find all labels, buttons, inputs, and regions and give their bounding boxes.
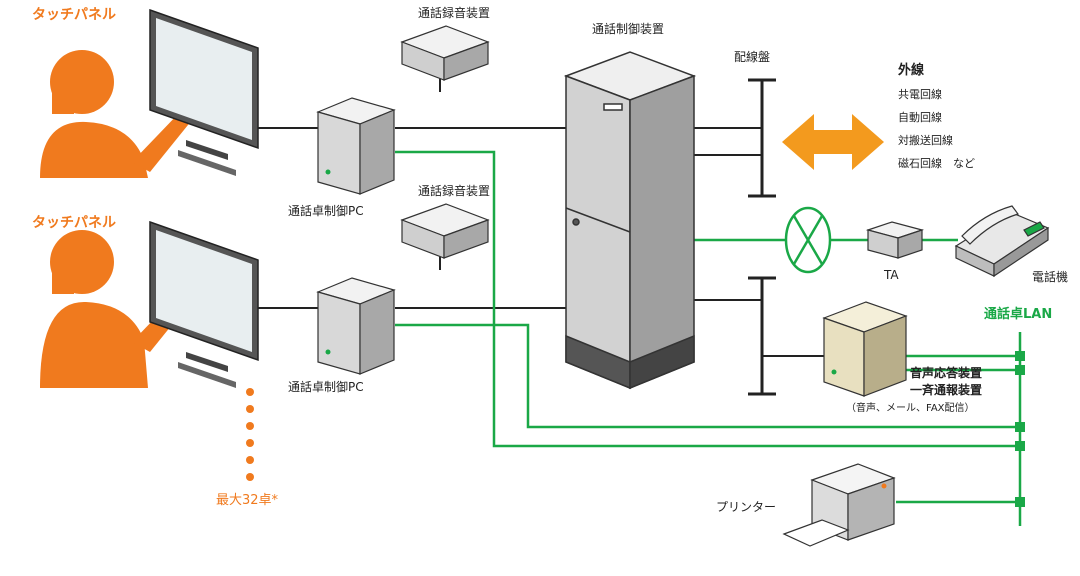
ta-label: TA bbox=[884, 268, 899, 282]
distribution-board-lower bbox=[748, 276, 776, 396]
external-line-item: 磁石回線 など bbox=[898, 157, 975, 170]
ivr-server bbox=[822, 301, 908, 397]
continuation-dots bbox=[246, 388, 254, 481]
recorder-device-2 bbox=[400, 203, 490, 259]
lan-nodes bbox=[1015, 351, 1025, 507]
max-desks-label: 最大32卓* bbox=[216, 493, 279, 508]
external-line-item: 自動回線 bbox=[898, 111, 942, 124]
control-pc-label-1: 通話卓制御PC bbox=[288, 204, 364, 218]
touch-monitor-2 bbox=[149, 220, 259, 388]
external-line-item: 共電回線 bbox=[898, 88, 942, 101]
recorder-label-2: 通話録音装置 bbox=[418, 184, 491, 198]
distribution-board-upper bbox=[748, 78, 776, 198]
ivr-label-2: 一斉通報装置 bbox=[910, 383, 983, 397]
line-converter-icon bbox=[784, 206, 832, 274]
external-lines-title: 外線 bbox=[898, 63, 925, 78]
touch-monitor-1 bbox=[149, 8, 259, 176]
control-pc-1 bbox=[316, 97, 396, 195]
recorder-device-1 bbox=[400, 25, 490, 81]
control-pc-label-2: 通話卓制御PC bbox=[288, 380, 364, 394]
distribution-board-label: 配線盤 bbox=[734, 50, 771, 64]
call-controller-label: 通話制御装置 bbox=[592, 22, 665, 36]
printer-icon bbox=[782, 463, 896, 547]
ta-device bbox=[865, 221, 925, 259]
telephone-icon bbox=[954, 205, 1050, 278]
black-wires bbox=[258, 78, 828, 357]
touch-panel-label-1: タッチパネル bbox=[32, 7, 116, 23]
printer-label: プリンター bbox=[716, 500, 777, 514]
telephone-label: 電話機 bbox=[1032, 270, 1069, 284]
double-arrow-icon bbox=[782, 114, 884, 170]
green-wires bbox=[395, 150, 1022, 526]
lan-label: 通話卓LAN bbox=[984, 307, 1053, 322]
touch-panel-label-2: タッチパネル bbox=[32, 215, 116, 231]
control-pc-2 bbox=[316, 277, 396, 375]
call-controller-rack bbox=[563, 51, 697, 390]
external-line-item: 対搬送回線 bbox=[898, 134, 953, 147]
ivr-note: （音声、メール、FAX配信） bbox=[846, 403, 975, 414]
recorder-label-1: 通話録音装置 bbox=[418, 6, 491, 20]
ivr-label-1: 音声応答装置 bbox=[910, 366, 983, 380]
